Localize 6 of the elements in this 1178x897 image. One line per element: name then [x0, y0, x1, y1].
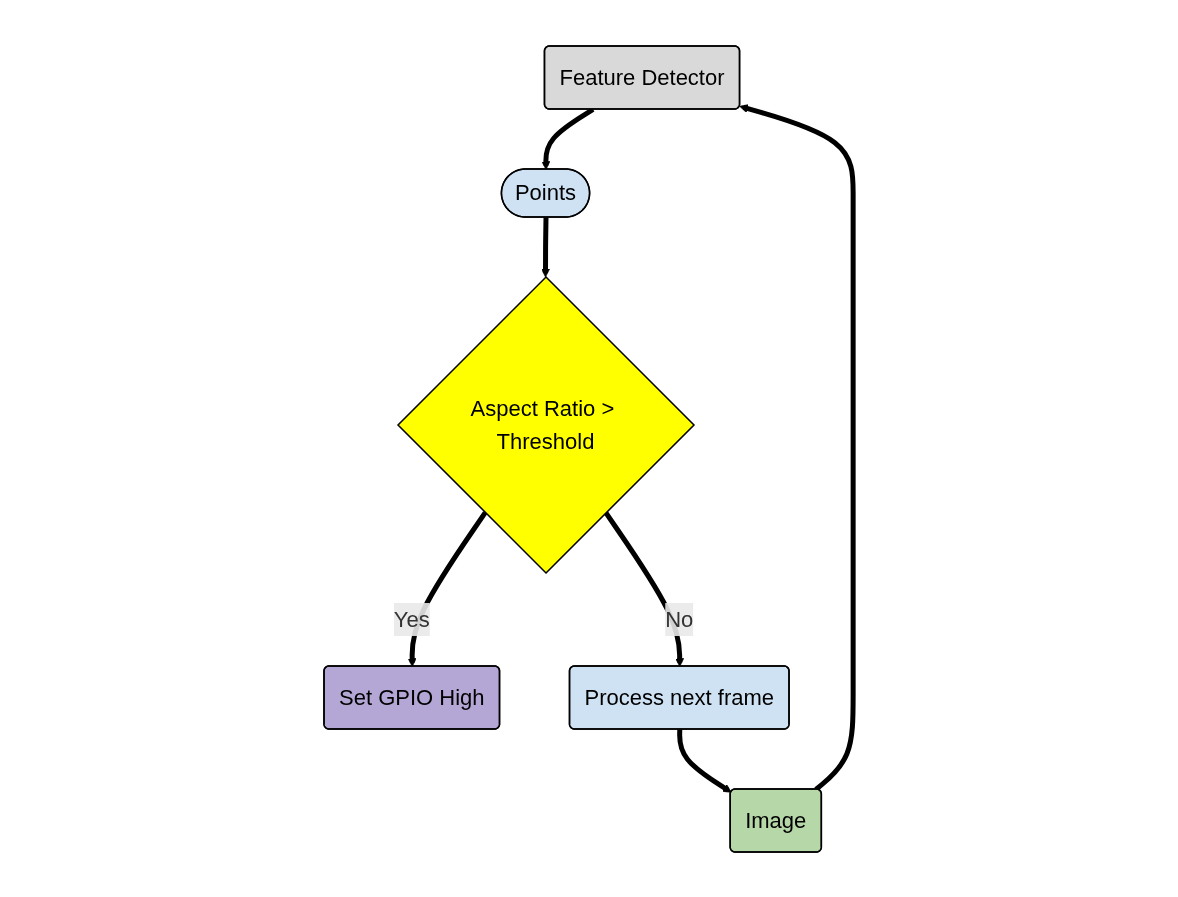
node-diamond: Aspect Ratio > Threshold	[397, 275, 696, 574]
arrow	[739, 103, 857, 791]
edge-label: Yes	[394, 606, 431, 632]
edge-label: No	[665, 606, 694, 632]
arrow	[541, 216, 551, 277]
arrow	[677, 728, 733, 793]
